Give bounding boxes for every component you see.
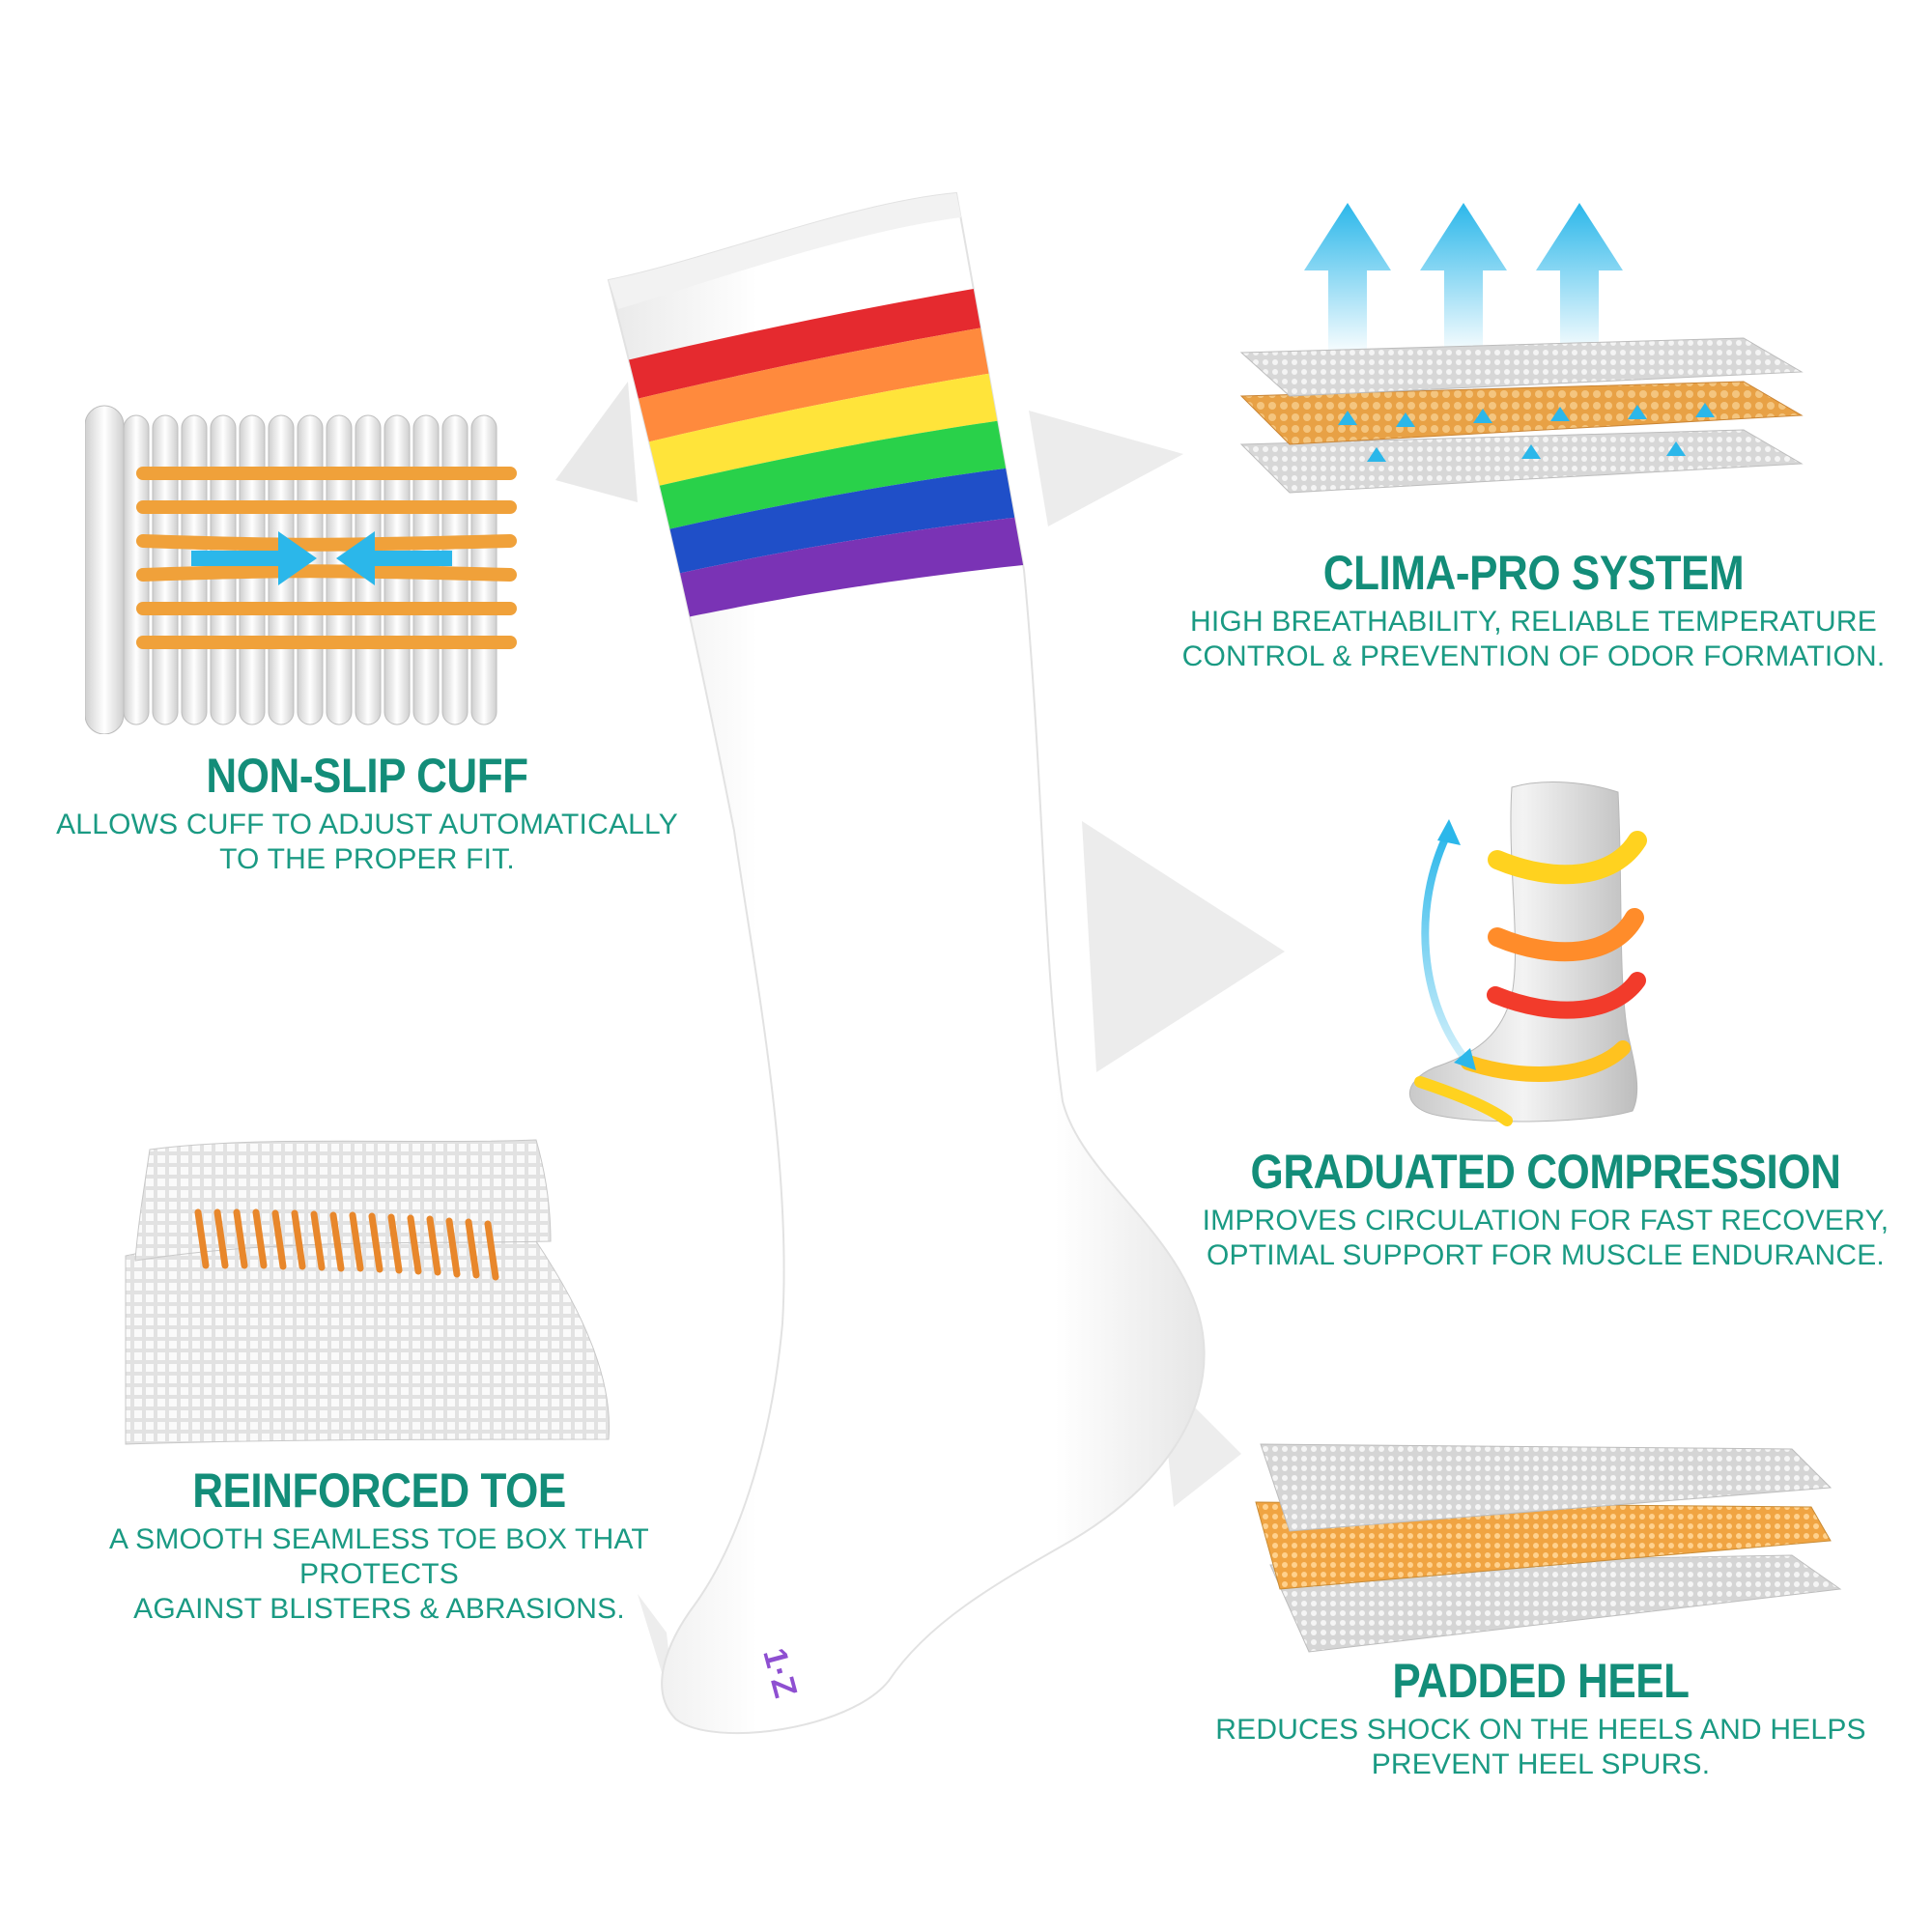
feature-description: HIGH BREATHABILITY, RELIABLE TEMPERATURE… — [1181, 606, 1886, 672]
sock-cuff-top — [609, 193, 961, 309]
arrow-head-up — [1437, 819, 1461, 845]
feature-description: REDUCES SHOCK ON THE HEELS AND HELPS PRE… — [1215, 1714, 1866, 1780]
pointer-wedge-clima — [1029, 411, 1183, 526]
layer-top — [1239, 337, 1804, 397]
pointer-wedge-grad — [1082, 821, 1285, 1072]
feature-title: NON-SLIP CUFF — [206, 749, 528, 803]
feature-title: CLIMA-PRO SYSTEM — [1322, 546, 1745, 600]
vent-arrow-2 — [1420, 203, 1507, 357]
feature-title: REINFORCED TOE — [192, 1463, 566, 1518]
toe-mesh-icon — [125, 1139, 611, 1445]
compression-leg-icon — [1408, 781, 1647, 1126]
feature-graduated-compression: GRADUATED COMPRESSION IMPROVES CIRCULATI… — [1169, 1148, 1922, 1273]
arrow-head-down — [1454, 1048, 1476, 1070]
feature-description: ALLOWS CUFF TO ADJUST AUTOMATICALLY TO T… — [56, 809, 678, 875]
rainbow-stripes — [609, 280, 1070, 628]
heel-layer-top — [1260, 1443, 1833, 1532]
micro-arrows — [1338, 403, 1715, 462]
heel-padding-icon — [1255, 1443, 1842, 1653]
vent-arrow-3 — [1536, 203, 1623, 357]
pointer-wedge-cuff — [555, 382, 638, 502]
feature-title: GRADUATED COMPRESSION — [1250, 1145, 1841, 1199]
stripe-orange — [609, 319, 1043, 454]
stripe-yellow — [609, 365, 1051, 497]
toe-stitches — [194, 1208, 499, 1281]
breathable-layers-icon — [1239, 203, 1804, 494]
stripe-green — [609, 413, 1058, 541]
heel-layer-middle — [1255, 1501, 1832, 1590]
stripe-red — [609, 280, 1034, 411]
compression-bands — [1414, 831, 1647, 1126]
toe-mesh-bottom — [125, 1240, 611, 1445]
compress-arrows — [191, 531, 452, 585]
feature-padded-heel: PADDED HEEL REDUCES SHOCK ON THE HEELS A… — [1174, 1657, 1908, 1782]
feature-description: IMPROVES CIRCULATION FOR FAST RECOVERY, … — [1202, 1205, 1889, 1271]
elastic-threads — [136, 467, 517, 649]
cuff-rib-icon — [85, 377, 539, 734]
feature-clima-pro: CLIMA-PRO SYSTEM HIGH BREATHABILITY, REL… — [1154, 549, 1913, 674]
feature-title: PADDED HEEL — [1392, 1654, 1690, 1708]
layer-bottom — [1239, 429, 1804, 494]
stripe-blue — [618, 462, 1065, 585]
feature-non-slip-cuff: NON-SLIP CUFF ALLOWS CUFF TO ADJUST AUTO… — [29, 752, 705, 877]
vent-arrow-1 — [1304, 203, 1391, 357]
feature-description: A SMOOTH SEAMLESS TOE BOX THAT PROTECTS … — [109, 1523, 649, 1625]
circulation-arrow — [1421, 829, 1472, 1065]
feature-reinforced-toe: REINFORCED TOE A SMOOTH SEAMLESS TOE BOX… — [29, 1466, 729, 1627]
stripe-purple — [628, 512, 1070, 628]
layer-middle — [1239, 381, 1804, 445]
